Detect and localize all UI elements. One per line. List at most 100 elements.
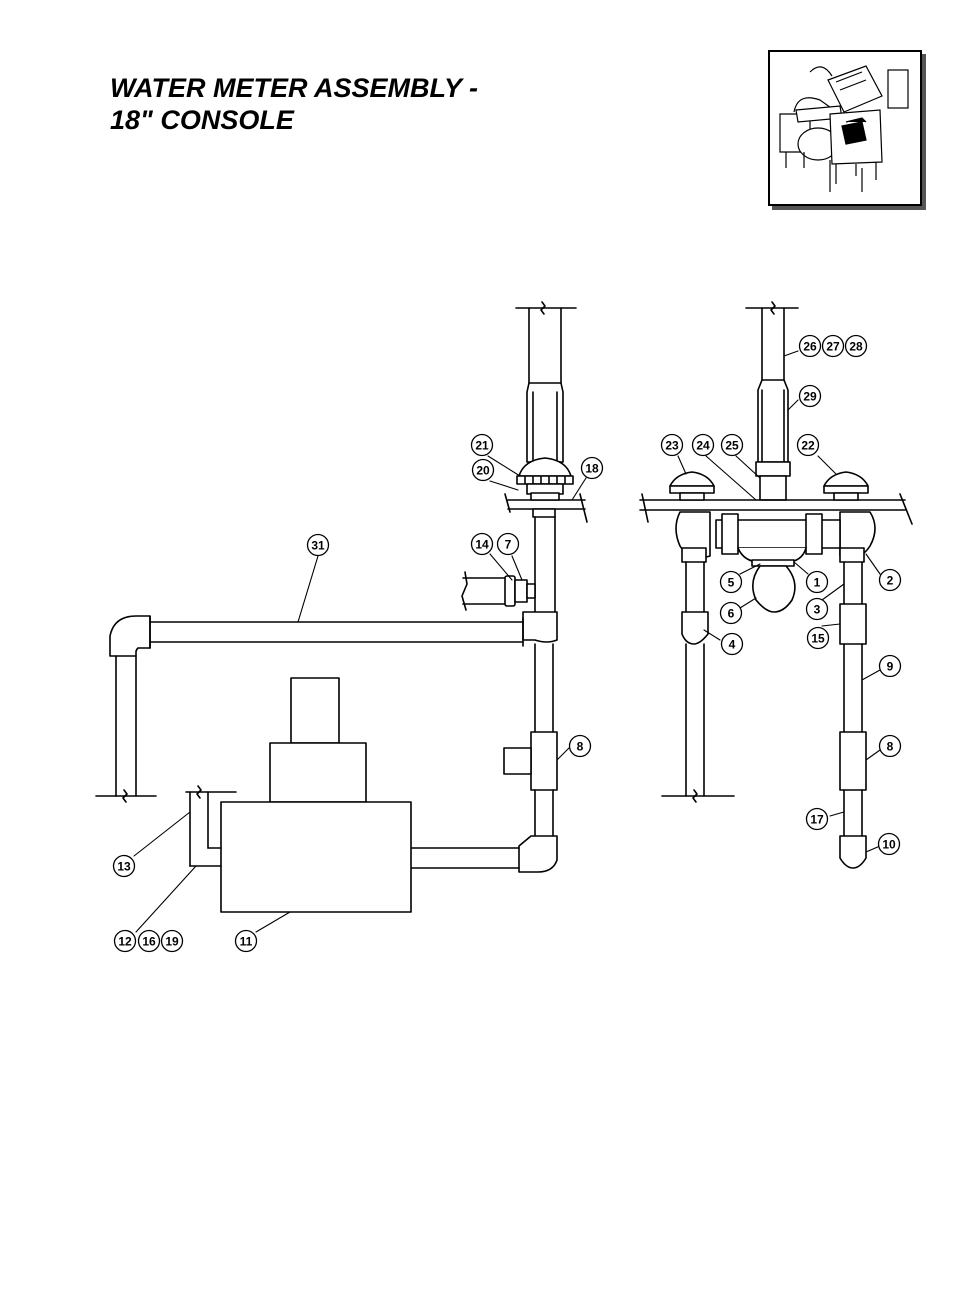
- callout-number: 29: [803, 390, 817, 404]
- callout-number: 28: [849, 340, 863, 354]
- callout-21: 21: [470, 433, 494, 457]
- callout-circle: [805, 570, 829, 594]
- callout-14: 14: [470, 532, 494, 556]
- callout-number: 18: [585, 462, 599, 476]
- callout-number: 24: [696, 439, 710, 453]
- callout-number: 20: [476, 464, 490, 478]
- callout-circle: [306, 533, 330, 557]
- callout-2: 2: [878, 568, 902, 592]
- callout-number: 11: [240, 935, 253, 949]
- callout-circle: [471, 458, 495, 482]
- callout-number: 8: [887, 740, 894, 754]
- callout-circle: [470, 532, 494, 556]
- callout-circle: [691, 433, 715, 457]
- callout-number: 26: [803, 340, 817, 354]
- callout-circle: [720, 632, 744, 656]
- callout-number: 21: [475, 439, 489, 453]
- callout-number: 12: [118, 935, 132, 949]
- callout-circle: [112, 854, 136, 878]
- callout-circle: [878, 734, 902, 758]
- callout-circle: [877, 832, 901, 856]
- callout-number: 8: [577, 740, 584, 754]
- callout-circle: [660, 433, 684, 457]
- callout-circle: [878, 568, 902, 592]
- callout-26: 26: [798, 334, 822, 358]
- callout-16: 16: [137, 929, 161, 953]
- callout-circle: [137, 929, 161, 953]
- callout-number: 6: [728, 607, 735, 621]
- callout-circle: [719, 601, 743, 625]
- callout-17: 17: [805, 807, 829, 831]
- callout-23: 23: [660, 433, 684, 457]
- callout-number: 17: [810, 813, 824, 827]
- title-line-2: 18" CONSOLE: [110, 105, 294, 135]
- title-line-1: WATER METER ASSEMBLY -: [110, 73, 479, 103]
- callout-8: 8: [568, 734, 592, 758]
- callout-circle: [805, 807, 829, 831]
- callout-number: 19: [165, 935, 179, 949]
- callout-29: 29: [798, 384, 822, 408]
- callout-number: 3: [814, 603, 821, 617]
- left-assembly-view: [95, 301, 588, 913]
- callout-circle: [798, 384, 822, 408]
- callout-circle: [796, 433, 820, 457]
- callout-10: 10: [877, 832, 901, 856]
- callout-number: 13: [117, 860, 131, 874]
- callout-circle: [720, 433, 744, 457]
- callout-12: 12: [113, 929, 137, 953]
- callout-number: 31: [311, 539, 325, 553]
- callout-number: 23: [665, 439, 679, 453]
- callout-15: 15: [806, 626, 830, 650]
- callout-3: 3: [805, 597, 829, 621]
- callout-circle: [496, 532, 520, 556]
- callout-20: 20: [471, 458, 495, 482]
- callout-circle: [821, 334, 845, 358]
- callout-circle: [470, 433, 494, 457]
- callout-number: 27: [826, 340, 840, 354]
- right-assembly-view: [639, 301, 913, 869]
- callout-circle: [844, 334, 868, 358]
- callout-circle: [719, 570, 743, 594]
- callout-number: 16: [142, 935, 156, 949]
- callout-number: 14: [475, 538, 489, 552]
- callout-number: 1: [814, 576, 821, 590]
- callout-number: 22: [801, 439, 815, 453]
- callout-circle: [806, 626, 830, 650]
- kettle-console-locator-icon: [768, 50, 922, 206]
- callout-5: 5: [719, 570, 743, 594]
- callout-31: 31: [306, 533, 330, 557]
- callout-number: 4: [729, 638, 736, 652]
- callout-circle: [234, 929, 258, 953]
- callout-circle: [113, 929, 137, 953]
- callout-18: 18: [580, 456, 604, 480]
- callout-4: 4: [720, 632, 744, 656]
- callout-number: 15: [811, 632, 825, 646]
- callout-27: 27: [821, 334, 845, 358]
- callout-number: 7: [505, 538, 512, 552]
- callout-13: 13: [112, 854, 136, 878]
- callout-9: 9: [878, 654, 902, 678]
- callout-circle: [798, 334, 822, 358]
- callout-circle: [160, 929, 184, 953]
- callout-8: 8: [878, 734, 902, 758]
- callout-number: 25: [725, 439, 739, 453]
- callout-number: 2: [887, 574, 894, 588]
- callout-25: 25: [720, 433, 744, 457]
- callout-28: 28: [844, 334, 868, 358]
- callout-circle: [805, 597, 829, 621]
- callout-circle: [878, 654, 902, 678]
- callout-19: 19: [160, 929, 184, 953]
- callout-number: 10: [882, 838, 896, 852]
- callout-circle: [580, 456, 604, 480]
- callout-circle: [568, 734, 592, 758]
- callout-22: 22: [796, 433, 820, 457]
- callout-number: 9: [887, 660, 894, 674]
- callout-number: 5: [728, 576, 735, 590]
- callout-11: 11: [234, 929, 258, 953]
- callout-6: 6: [719, 601, 743, 625]
- callout-7: 7: [496, 532, 520, 556]
- leader-lines: [133, 350, 881, 933]
- page-title: WATER METER ASSEMBLY - 18" CONSOLE: [110, 72, 478, 136]
